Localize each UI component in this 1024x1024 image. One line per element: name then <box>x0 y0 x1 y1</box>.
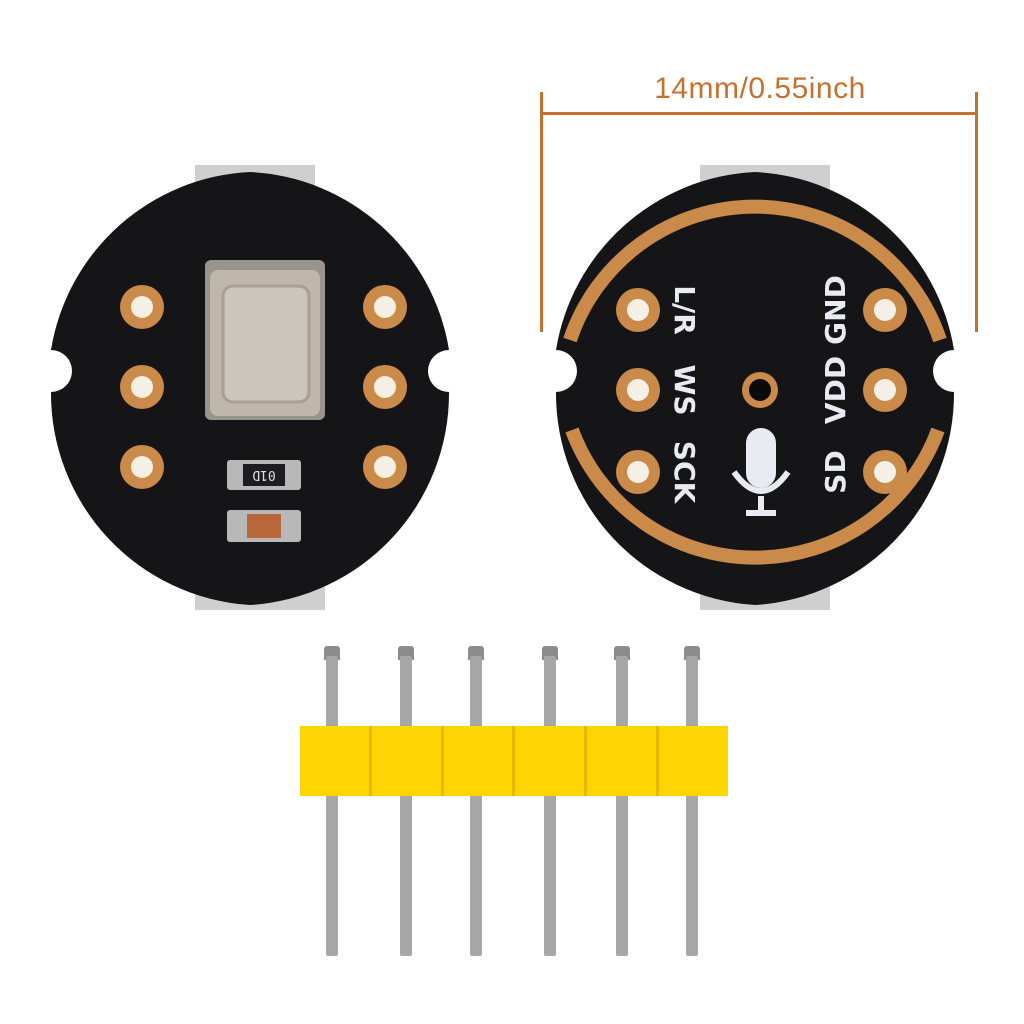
dimension-tick-left <box>540 92 543 332</box>
back-pcb-board: L/R WS SCK GND VDD SD <box>550 160 960 610</box>
pin-label-sck: SCK <box>668 441 701 505</box>
pin-label-vdd: VDD <box>819 356 852 424</box>
smd-resistor: 01D <box>227 460 301 490</box>
dimension-line <box>542 112 976 115</box>
solder-pad-group-left <box>616 288 660 494</box>
solder-pad-group-right <box>363 285 407 489</box>
dimension-label: 14mm/0.55inch <box>654 72 866 105</box>
dimension-tick-right <box>975 92 978 332</box>
solder-pad-group-right <box>863 288 907 494</box>
header-pin-3 <box>470 656 482 956</box>
header-pin-4 <box>544 656 556 956</box>
header-pin-6 <box>686 656 698 956</box>
header-pin-2 <box>400 656 412 956</box>
pin-label-lr: L/R <box>668 285 701 335</box>
microphone-icon <box>731 428 791 516</box>
copper-ring-bottom <box>565 427 945 565</box>
sound-port-hole <box>742 372 778 408</box>
smd-capacitor <box>227 510 301 542</box>
copper-ring-top <box>563 199 947 343</box>
pin-label-ws: WS <box>668 364 701 415</box>
mems-microphone-can <box>205 260 325 420</box>
header-pin-1 <box>326 656 338 956</box>
pin-label-gnd: GND <box>819 275 852 345</box>
front-pcb-board: 01D <box>45 160 455 610</box>
header-plastic-housing <box>300 726 728 796</box>
pin-label-sd: SD <box>819 450 852 493</box>
header-pin-5 <box>616 656 628 956</box>
solder-pad-group-left <box>120 285 164 489</box>
svg-text:01D: 01D <box>252 467 276 482</box>
